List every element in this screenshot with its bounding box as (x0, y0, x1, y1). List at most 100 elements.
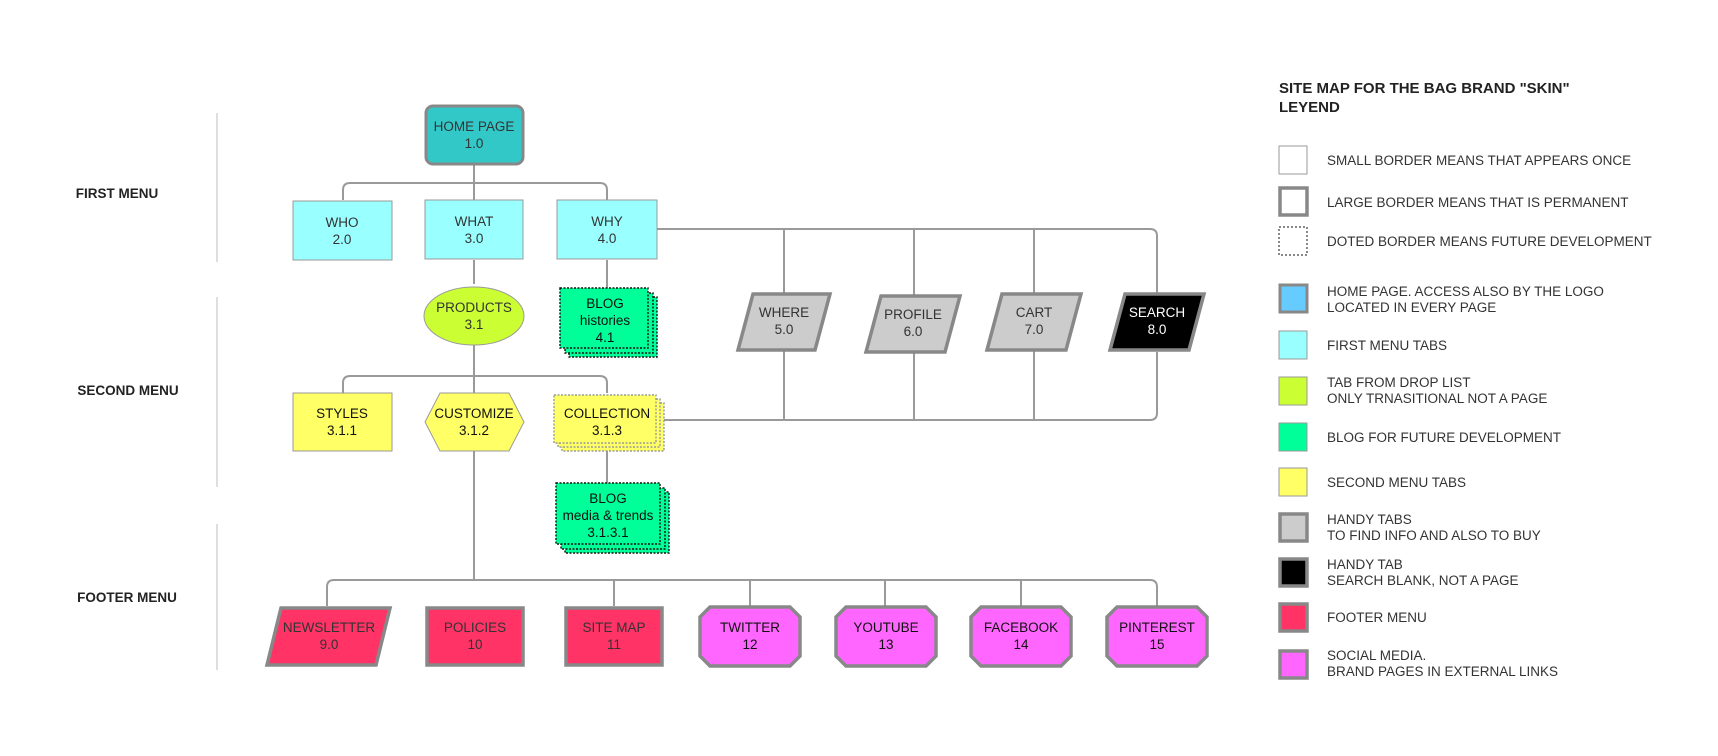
legend-label-search-1: HANDY TAB (1327, 557, 1403, 572)
blog-histories-subtitle: histories (580, 313, 631, 328)
legend-label-search-2: SEARCH BLANK, NOT A PAGE (1327, 573, 1519, 588)
why-label: WHY (591, 214, 623, 229)
node-styles: STYLES 3.1.1 (292, 392, 393, 452)
legend-subtitle: LEYEND (1279, 99, 1340, 116)
node-where: WHERE 5.0 (735, 292, 833, 352)
legend-label-home-2: LOCATED IN EVERY PAGE (1327, 300, 1496, 315)
sitemap-shape (564, 606, 664, 667)
search-label: SEARCH (1129, 305, 1185, 320)
why-shape (556, 199, 658, 260)
node-twitter: TWITTER 12 (698, 605, 802, 668)
node-cart: CART 7.0 (984, 292, 1084, 352)
legend-swatch-blog (1278, 422, 1308, 452)
connectors (326, 164, 1158, 606)
facebook-number: 14 (1013, 637, 1029, 652)
why-number: 4.0 (598, 231, 617, 246)
search-shape (1107, 292, 1207, 352)
where-number: 5.0 (775, 322, 794, 337)
legend-swatch-large-border (1278, 186, 1309, 217)
pinterest-label: PINTEREST (1119, 620, 1195, 635)
node-blog-media: BLOG media & trends 3.1.3.1 (555, 482, 670, 554)
blog-histories-label: BLOG (586, 296, 624, 311)
products-shape (423, 286, 525, 346)
legend-swatch-second-menu (1278, 467, 1308, 497)
profile-shape (863, 294, 963, 354)
blog-media-shape (555, 482, 661, 545)
cart-label: CART (1016, 305, 1053, 320)
who-number: 2.0 (333, 232, 352, 247)
home-page-label: HOME PAGE (434, 119, 515, 134)
node-what: WHAT 3.0 (424, 199, 524, 260)
blog-media-number: 3.1.3.1 (587, 525, 628, 540)
twitter-label: TWITTER (720, 620, 780, 635)
connector-first-menu-bar (342, 182, 608, 200)
profile-number: 6.0 (904, 324, 923, 339)
customize-number: 3.1.2 (459, 423, 489, 438)
search-number: 8.0 (1148, 322, 1167, 337)
connector-collection-to-handy-tabs (664, 352, 1158, 421)
legend-label-handy-tabs-2: TO FIND INFO AND ALSO TO BUY (1327, 528, 1541, 543)
connector-second-menu-bar (342, 375, 608, 393)
legend-swatch-search (1278, 557, 1309, 588)
pinterest-number: 15 (1149, 637, 1164, 652)
blog-histories-number: 4.1 (596, 330, 615, 345)
who-shape (292, 200, 393, 261)
newsletter-shape (264, 606, 393, 667)
node-pinterest: PINTEREST 15 (1105, 605, 1209, 668)
legend-swatch-handy-tabs (1278, 512, 1309, 543)
collection-number: 3.1.3 (592, 423, 622, 438)
who-label: WHO (326, 215, 359, 230)
legend-swatch-first-menu (1278, 330, 1308, 360)
legend-label-social-2: BRAND PAGES IN EXTERNAL LINKS (1327, 664, 1558, 679)
products-number: 3.1 (465, 317, 484, 332)
node-newsletter: NEWSLETTER 9.0 (264, 606, 393, 667)
cart-shape (984, 292, 1084, 352)
legend: SITE MAP FOR THE BAG BRAND "SKIN" LEYEND… (1278, 80, 1652, 680)
section-label-footer-menu: FOOTER MENU (77, 590, 177, 605)
pinterest-shape (1105, 605, 1209, 668)
blog-histories-shape (559, 287, 649, 349)
legend-swatch-dotted-border (1278, 226, 1308, 256)
policies-label: POLICIES (444, 620, 506, 635)
legend-label-drop-list-2: ONLY TRNASITIONAL NOT A PAGE (1327, 391, 1547, 406)
blog-media-label: BLOG (589, 491, 627, 506)
node-facebook: FACEBOOK 14 (969, 605, 1073, 668)
where-label: WHERE (759, 305, 809, 320)
twitter-number: 12 (742, 637, 757, 652)
profile-label: PROFILE (884, 307, 942, 322)
node-products: PRODUCTS 3.1 (423, 286, 525, 346)
legend-swatch-home (1278, 283, 1309, 314)
node-home-page: HOME PAGE 1.0 (424, 104, 525, 166)
blog-media-subtitle: media & trends (563, 508, 654, 523)
newsletter-number: 9.0 (320, 637, 339, 652)
styles-number: 3.1.1 (327, 423, 357, 438)
legend-label-footer: FOOTER MENU (1327, 610, 1427, 625)
policies-shape (425, 606, 525, 667)
legend-swatch-small-border (1278, 145, 1308, 175)
node-who: WHO 2.0 (292, 200, 393, 261)
styles-shape (292, 392, 393, 452)
sitemap-label: SITE MAP (582, 620, 645, 635)
products-label: PRODUCTS (436, 300, 512, 315)
legend-swatch-social (1278, 649, 1309, 680)
customize-label: CUSTOMIZE (434, 406, 513, 421)
node-collection: COLLECTION 3.1.3 (553, 394, 665, 452)
node-policies: POLICIES 10 (425, 606, 525, 667)
twitter-shape (698, 605, 802, 668)
node-youtube: YOUTUBE 13 (834, 605, 938, 668)
where-shape (735, 292, 833, 352)
home-page-number: 1.0 (465, 136, 484, 151)
node-blog-histories: BLOG histories 4.1 (559, 287, 658, 358)
cart-number: 7.0 (1025, 322, 1044, 337)
facebook-label: FACEBOOK (984, 620, 1058, 635)
collection-label: COLLECTION (564, 406, 650, 421)
youtube-label: YOUTUBE (853, 620, 918, 635)
connector-why-to-handy-tabs (657, 228, 1158, 294)
legend-label-small-border: SMALL BORDER MEANS THAT APPEARS ONCE (1327, 153, 1631, 168)
node-customize: CUSTOMIZE 3.1.2 (424, 392, 525, 452)
youtube-number: 13 (878, 637, 893, 652)
policies-number: 10 (467, 637, 482, 652)
newsletter-label: NEWSLETTER (283, 620, 376, 635)
legend-label-blog: BLOG FOR FUTURE DEVELOPMENT (1327, 430, 1561, 445)
